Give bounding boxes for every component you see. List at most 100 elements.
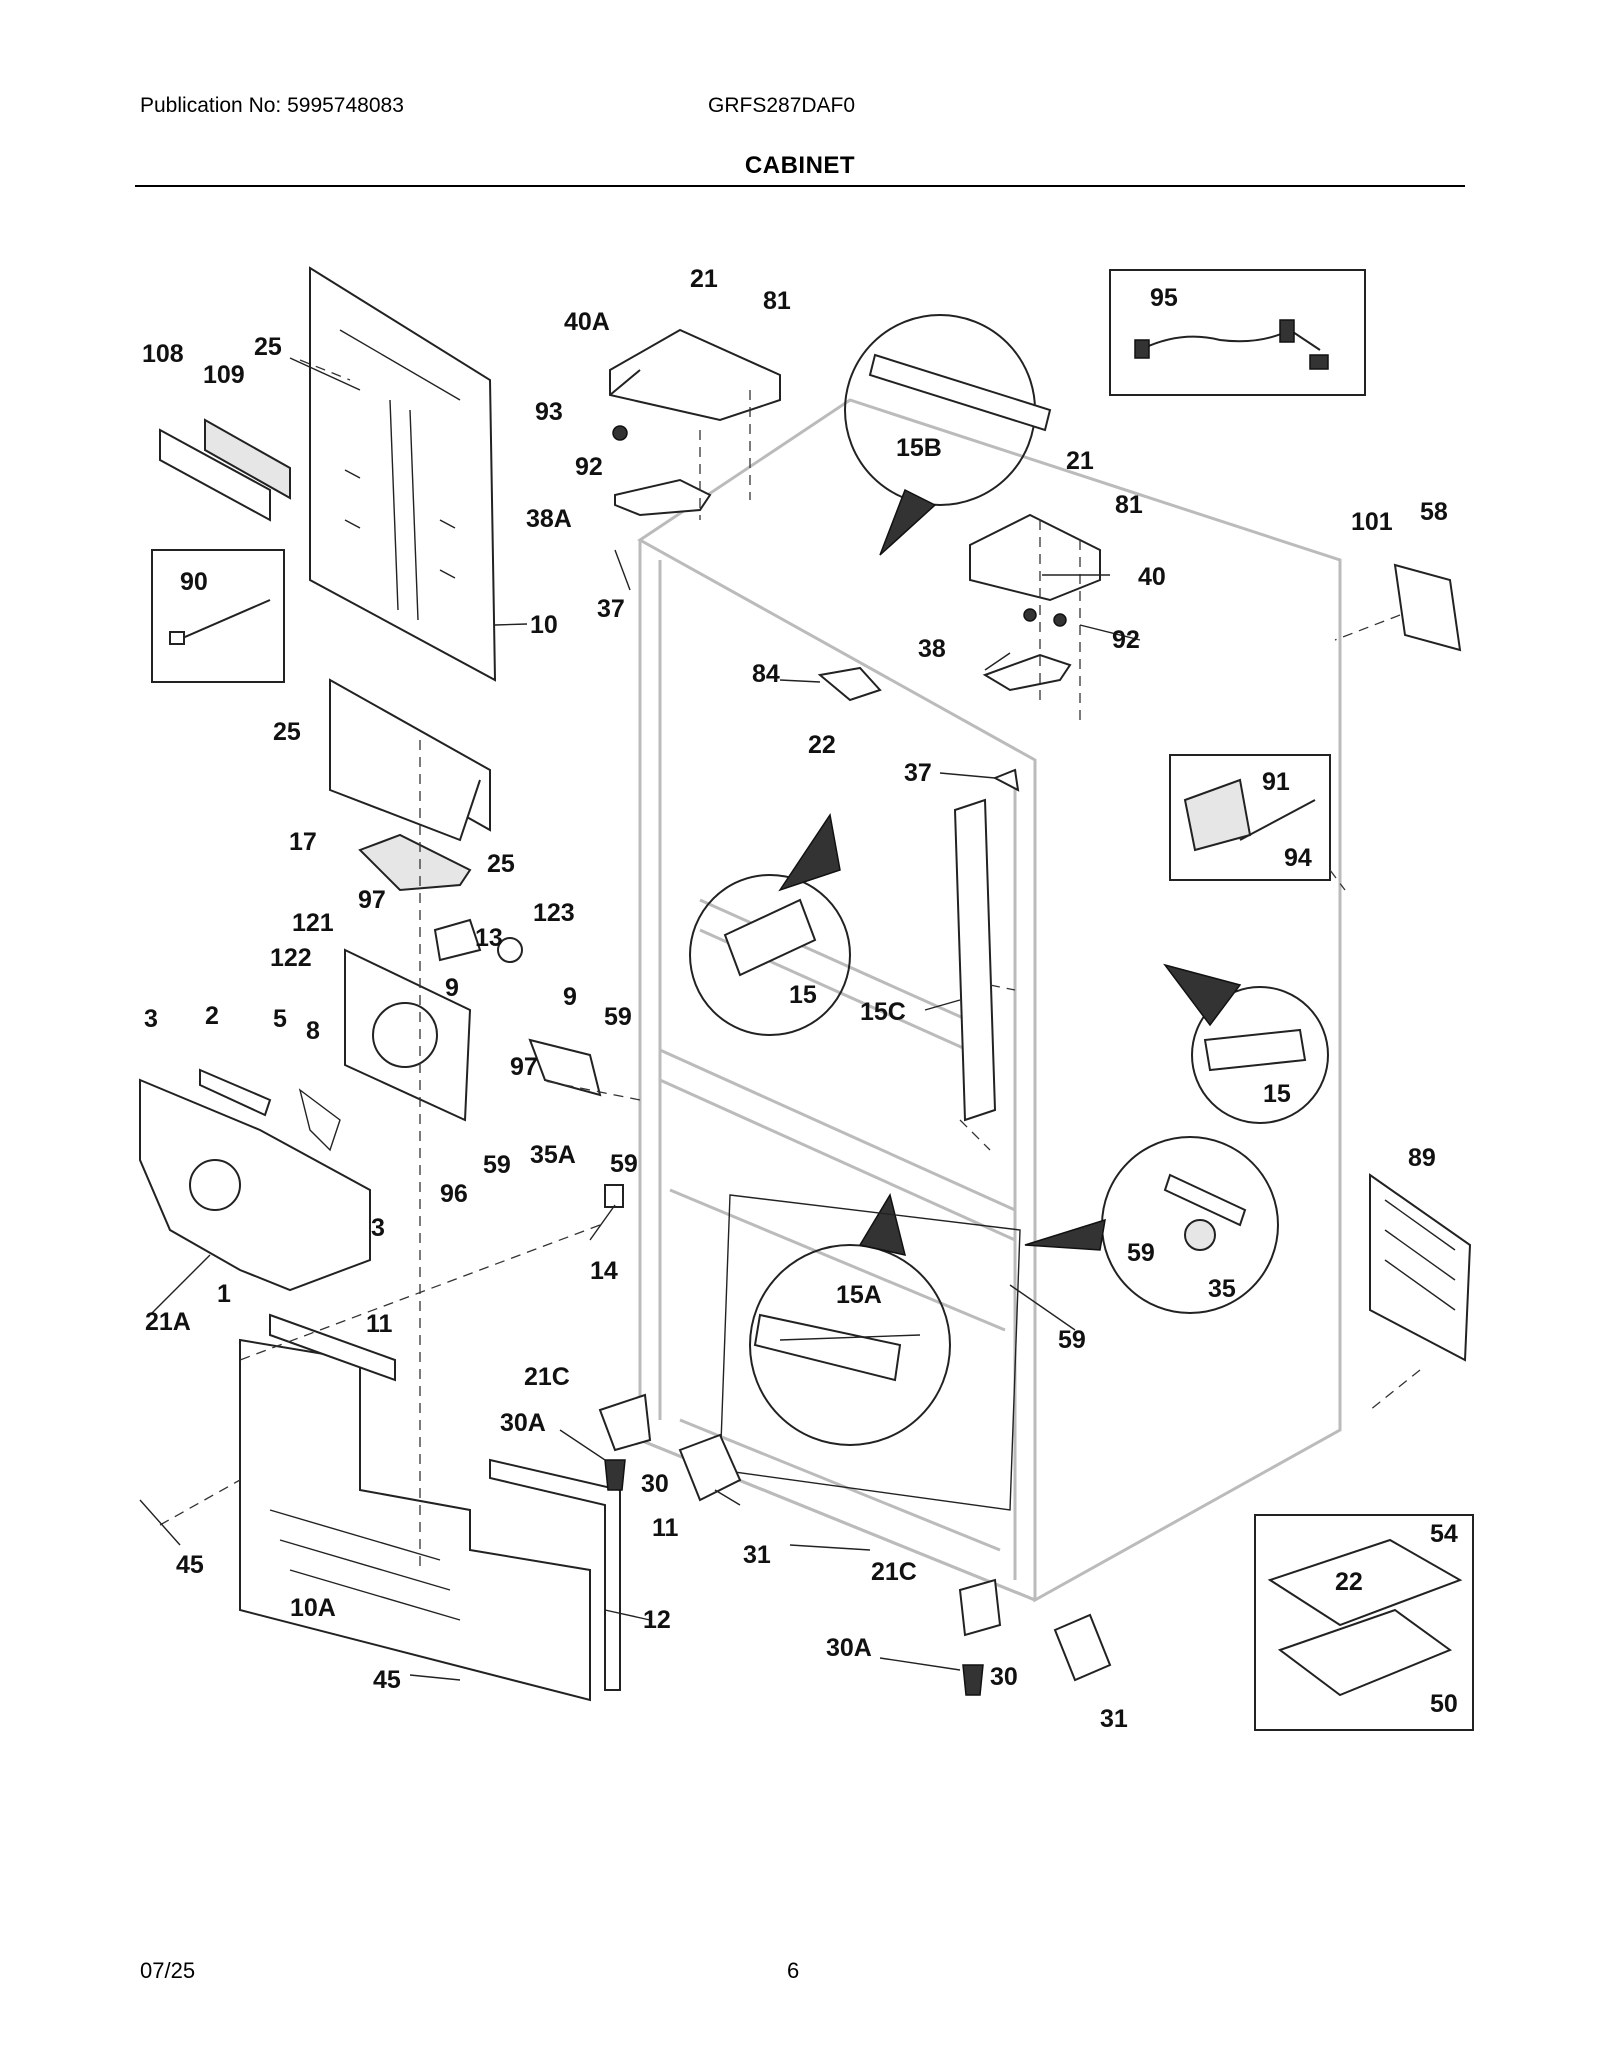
projection-lines [159, 359, 1421, 1570]
label-15A: 15A [836, 1281, 882, 1309]
part-108-109 [159, 418, 291, 522]
label-94: 94 [1284, 844, 1312, 872]
label-10: 10 [530, 611, 558, 639]
label-40: 40 [1138, 563, 1166, 591]
label-123: 123 [533, 899, 575, 927]
page-title: CABINET [744, 152, 856, 179]
label-2: 2 [205, 1002, 219, 1030]
inset-90 [151, 549, 285, 683]
label-12: 12 [643, 1606, 671, 1634]
label-122: 122 [270, 944, 312, 972]
magnifier-15-right [1163, 963, 1329, 1124]
label-59b: 59 [483, 1151, 511, 1179]
evaporator-cover-10 [309, 266, 497, 842]
label-121: 121 [292, 909, 334, 937]
label-38A: 38A [526, 505, 572, 533]
label-21Ca: 21C [524, 1363, 570, 1391]
label-14: 14 [590, 1257, 618, 1285]
label-96: 96 [440, 1180, 468, 1208]
label-31b: 31 [1100, 1705, 1128, 1733]
inset-54-50 [1254, 1514, 1474, 1731]
label-31a: 31 [743, 1541, 771, 1569]
label-11a: 11 [366, 1310, 393, 1338]
label-10A: 10A [290, 1594, 336, 1622]
magnifier-15b [844, 314, 1052, 556]
label-1: 1 [217, 1280, 231, 1308]
label-3a: 3 [144, 1005, 158, 1033]
label-25b: 25 [273, 718, 301, 746]
publication-number: Publication No: 5995748083 [140, 94, 404, 117]
label-37a: 37 [597, 595, 625, 623]
label-50: 50 [1430, 1690, 1458, 1718]
title-rule [135, 185, 1465, 187]
label-22a: 22 [808, 731, 836, 759]
label-40A: 40A [564, 308, 610, 336]
leader-lines [139, 357, 1141, 1681]
label-54: 54 [1430, 1520, 1458, 1548]
label-92b: 92 [1112, 626, 1140, 654]
label-9a: 9 [445, 974, 459, 1002]
label-109: 109 [203, 361, 245, 389]
part-labels: 108 109 25 10 90 25 17 25 21 81 40A 93 9… [142, 265, 1458, 1733]
label-90: 90 [180, 568, 208, 596]
label-101: 101 [1351, 508, 1393, 536]
model-number: GRFS287DAF0 [708, 94, 856, 117]
label-9b: 9 [563, 983, 577, 1011]
label-30Aa: 30A [500, 1409, 546, 1437]
hinge-top-left [609, 328, 781, 591]
lower-hinges [598, 1393, 1112, 1696]
label-108: 108 [142, 340, 184, 368]
label-30b: 30 [990, 1663, 1018, 1691]
footer-page-number: 6 [787, 1958, 800, 1983]
drawer-bin [719, 1194, 1021, 1511]
label-15a: 15 [789, 981, 817, 1009]
kickplate-10a [239, 1313, 621, 1702]
label-59e: 59 [1058, 1326, 1086, 1354]
label-35: 35 [1208, 1275, 1236, 1303]
label-21Cb: 21C [871, 1558, 917, 1586]
label-45a: 45 [176, 1551, 204, 1579]
label-81b: 81 [1115, 491, 1143, 519]
label-15b: 15 [1263, 1080, 1291, 1108]
label-45b: 45 [373, 1666, 401, 1694]
label-11b: 11 [652, 1514, 679, 1542]
label-25c: 25 [487, 850, 515, 878]
label-92a: 92 [575, 453, 603, 481]
label-25a: 25 [254, 333, 282, 361]
part-37b [992, 768, 1020, 792]
label-35A: 35A [530, 1141, 576, 1169]
label-8: 8 [306, 1017, 320, 1045]
label-15C: 15C [860, 998, 906, 1026]
label-22b: 22 [1335, 1568, 1363, 1596]
label-97a: 97 [358, 886, 386, 914]
label-17: 17 [289, 828, 317, 856]
label-3b: 3 [371, 1214, 385, 1242]
label-81a: 81 [763, 287, 791, 315]
label-59a: 59 [604, 1003, 632, 1031]
label-15B: 15B [896, 434, 942, 462]
label-59c: 59 [610, 1150, 638, 1178]
mullion-15c [953, 798, 997, 1122]
label-91: 91 [1262, 768, 1290, 796]
label-58: 58 [1420, 498, 1448, 526]
part-101 [1393, 563, 1462, 652]
footer-date: 07/25 [140, 1958, 196, 1983]
label-38: 38 [918, 635, 946, 663]
part-17 [358, 833, 472, 892]
hinge-top-right [969, 513, 1101, 692]
fan-assembly [139, 918, 602, 1292]
label-89: 89 [1408, 1144, 1436, 1172]
magnifier-35 [1024, 1136, 1279, 1314]
label-13: 13 [475, 924, 503, 952]
label-93: 93 [535, 398, 563, 426]
part-84 [817, 666, 882, 702]
label-21A: 21A [145, 1308, 191, 1336]
label-37b: 37 [904, 759, 932, 787]
inset-95 [1109, 269, 1366, 396]
magnifier-15-left [689, 813, 851, 1036]
part-14 [604, 1184, 624, 1208]
magnifier-15a [749, 1193, 951, 1446]
label-97b: 97 [510, 1053, 538, 1081]
label-30Ab: 30A [826, 1634, 872, 1662]
